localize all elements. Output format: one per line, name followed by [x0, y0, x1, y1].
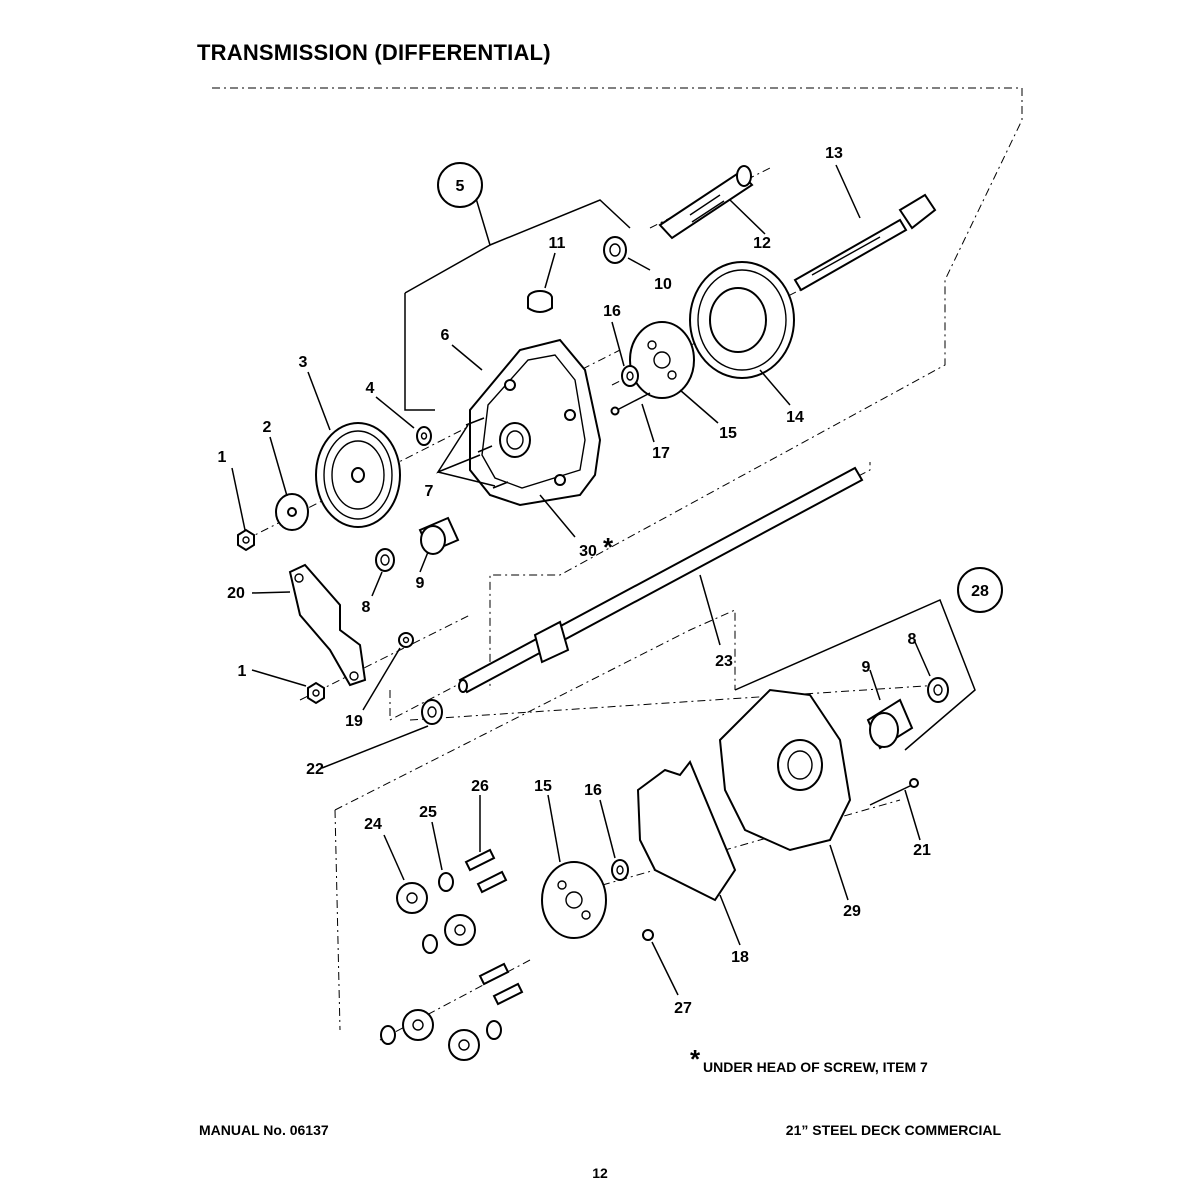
small-nut: [642, 929, 654, 941]
group-5-bracket-left: [404, 293, 435, 411]
group-callout-5-circle: [437, 162, 483, 208]
callout-30: 30: [579, 543, 597, 560]
thrust-washer-lower: [611, 859, 629, 881]
group-5-bracket-right: [489, 199, 631, 246]
star-washer: [398, 632, 414, 648]
callout-12: 12: [753, 235, 771, 252]
assembly-boundary-bottom: [334, 609, 736, 811]
callout-1-lower: 1: [238, 663, 247, 680]
gasket: [636, 760, 737, 902]
pinion-gear-1: [396, 882, 428, 914]
axle-23: [458, 466, 864, 694]
axis-arm: [299, 614, 471, 701]
group-callout-28-circle: [957, 567, 1003, 613]
thrust-washer-upper: [621, 365, 639, 387]
page-title: TRANSMISSION (DIFFERENTIAL): [197, 40, 551, 65]
callout-14: 14: [786, 409, 804, 426]
assembly-boundary-left: [334, 809, 341, 1031]
lower-housing: [718, 688, 852, 852]
callout-27: 27: [674, 1000, 692, 1017]
axis-lower: [409, 684, 941, 721]
callout-29: 29: [843, 903, 861, 920]
callout-28: 28: [971, 583, 989, 600]
callout-19: 19: [345, 713, 363, 730]
pinion-gear-4: [448, 1029, 480, 1061]
pinion-washers: [380, 872, 502, 1045]
callout-24: 24: [364, 816, 382, 833]
callout-11: 11: [549, 235, 566, 252]
model-name: 21” STEEL DECK COMMERCIAL: [785, 1122, 1001, 1138]
callout-18: 18: [731, 949, 749, 966]
callout-1-upper: 1: [218, 449, 227, 466]
page-number: 12: [592, 1165, 608, 1181]
callout-10: 10: [654, 276, 672, 293]
axis-upper-left: [244, 349, 621, 541]
callout-5: 5: [456, 178, 465, 195]
screws-7: [436, 417, 509, 489]
ring-gear: [689, 261, 795, 379]
callout-9-upper: 9: [416, 575, 425, 592]
spacer-lower: [866, 698, 914, 750]
assembly-boundary-upper: [212, 87, 1023, 690]
callout-2: 2: [263, 419, 272, 436]
callout-9-lower: 9: [862, 659, 871, 676]
lock-washer-4: [416, 426, 432, 446]
bearing-10: [603, 236, 627, 264]
pulley: [315, 422, 401, 528]
leader-lines: [231, 164, 931, 996]
callout-15-upper: 15: [719, 425, 737, 442]
manual-number: MANUAL No. 06137: [199, 1122, 329, 1138]
footnote-text: UNDER HEAD OF SCREW, ITEM 7: [703, 1059, 928, 1075]
callout-23: 23: [715, 653, 733, 670]
callout-22: 22: [306, 761, 324, 778]
callout-4: 4: [366, 380, 375, 397]
cap-plug: [527, 290, 553, 313]
bolt-17: [610, 392, 651, 416]
bushing-22: [421, 699, 443, 725]
pinion-pins: [464, 848, 524, 1006]
bolt-21: [869, 778, 919, 806]
callout-16-lower: 16: [584, 782, 602, 799]
transmission-housing: [469, 338, 602, 507]
callout-8-lower: 8: [908, 631, 917, 648]
footnote-asterisk: *: [690, 1044, 701, 1074]
pinion-gear-3: [402, 1009, 434, 1041]
callout-16-upper: 16: [603, 303, 621, 320]
bearing-lower: [927, 677, 949, 703]
callout-6: 6: [441, 327, 450, 344]
axis-pinion-bottom: [379, 959, 531, 1041]
flat-washer: [275, 493, 309, 531]
hex-nut-upper: [237, 528, 255, 552]
callout-labels: 5 28 1 2 3 4 6 7 8 9 10 11 12 13 14 15 1…: [218, 145, 989, 1017]
callout-21: 21: [913, 842, 931, 859]
mounting-arm: [288, 563, 367, 687]
spider-plate-lower: [541, 861, 607, 939]
drive-shaft-13: [793, 193, 937, 292]
hex-nut-lower: [307, 681, 325, 705]
splined-sleeve: [658, 165, 754, 240]
callout-3: 3: [299, 354, 308, 371]
callout-30-asterisk: *: [603, 532, 614, 562]
callout-17: 17: [652, 445, 670, 462]
callout-20: 20: [227, 585, 245, 602]
callout-13: 13: [825, 145, 843, 162]
callout-25: 25: [419, 804, 437, 821]
group-28-bracket: [734, 598, 976, 751]
bearing-upper: [375, 548, 395, 572]
group-5-leader: [404, 194, 491, 294]
callout-7: 7: [425, 483, 434, 500]
spider-plate-upper: [629, 321, 695, 399]
callout-8-upper: 8: [362, 599, 371, 616]
pinion-gear-2: [444, 914, 476, 946]
callout-15-lower: 15: [534, 778, 552, 795]
spacer-upper: [418, 516, 460, 555]
callout-26: 26: [471, 778, 489, 795]
